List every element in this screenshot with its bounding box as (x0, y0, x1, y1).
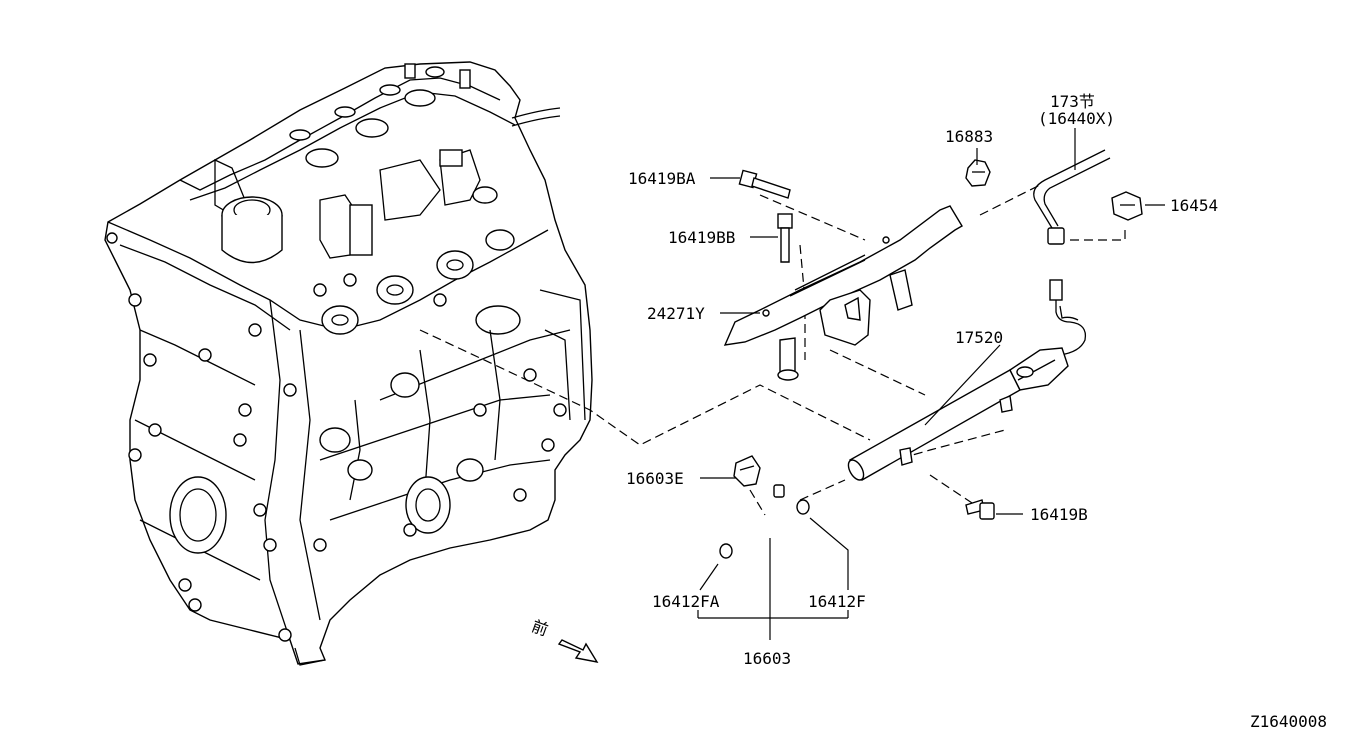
label-16603: 16603 (743, 649, 791, 668)
clamp-16454-part (1111, 191, 1143, 221)
label-16412fa: 16412FA (652, 592, 720, 611)
clip-16883-part (965, 159, 991, 187)
seal-16603-part (773, 484, 785, 498)
label-16883: 16883 (945, 127, 993, 146)
bolt-16419b-part (965, 499, 995, 520)
label-17520: 17520 (955, 328, 1003, 347)
part-labels: 16419BA 16419BB 24271Y 16883 173节 (16440… (626, 92, 1327, 731)
label-16603e: 16603E (626, 469, 684, 488)
fuel-hose-16440x-part (1033, 149, 1111, 356)
front-mark-label: 前 (529, 616, 551, 639)
bolt-16419bb-part (777, 213, 793, 263)
bolt-16419ba-part (738, 169, 791, 199)
o-ring-16412f-part (796, 499, 810, 515)
leader-lines (697, 128, 1165, 640)
front-direction-arrow: 前 (529, 616, 599, 663)
label-16419ba: 16419BA (628, 169, 696, 188)
engine-assembly (104, 61, 593, 666)
label-16419bb: 16419BB (668, 228, 735, 247)
insulator-16603e-part (733, 455, 761, 487)
label-173: 173节 (1050, 92, 1095, 111)
fuel-rail-17520-part (847, 347, 1069, 481)
diagram-id-label: Z1640008 (1250, 712, 1327, 731)
protector-24271y-part (723, 205, 963, 381)
label-16440x: (16440X) (1038, 109, 1115, 128)
label-24271y: 24271Y (647, 304, 705, 323)
o-ring-16412fa-part (719, 543, 733, 559)
label-16454: 16454 (1170, 196, 1218, 215)
label-16412f: 16412F (808, 592, 866, 611)
engine-bolts (106, 232, 567, 642)
label-16419b: 16419B (1030, 505, 1088, 524)
